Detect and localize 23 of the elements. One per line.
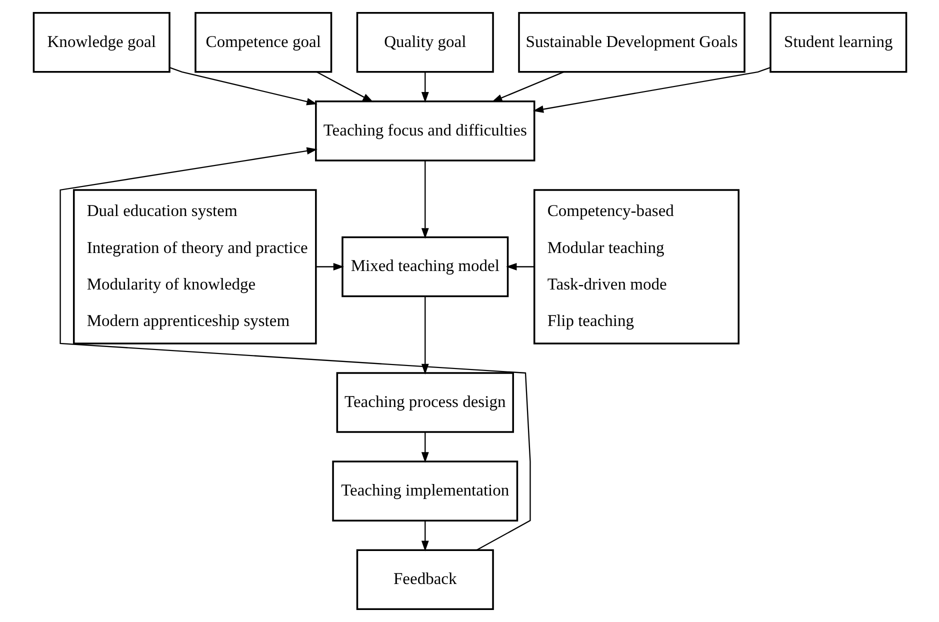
node-box: Teaching implementation [332,460,518,522]
arrow [420,72,428,103]
node-box: Knowledge goal [32,12,170,73]
arrow [532,67,770,113]
node-box: Feedback [356,549,494,610]
arrow [420,160,428,239]
arrow [420,432,428,463]
node-box: Sustainable Development Goals [518,12,745,73]
node-box: Competence goal [194,12,332,73]
node-box: Teaching process design [336,372,514,433]
node-box: Teaching focus and difficulties [314,100,535,162]
arrow [169,67,317,106]
arrow [491,72,564,102]
node-box: Dual education system Integration of theory and practice Modularity of knowledge Modern apprenticeship system [72,189,316,344]
node-box: Competency-based Modular teaching Task-driven mode Flip teaching [532,189,739,344]
arrow [506,263,534,270]
node-box: Student learning [769,12,907,73]
arrow [316,263,344,270]
node-box: Mixed teaching model [341,236,508,298]
arrow [420,520,428,552]
arrow [316,72,373,102]
node-box: Quality goal [356,12,494,73]
arrow [59,147,530,551]
